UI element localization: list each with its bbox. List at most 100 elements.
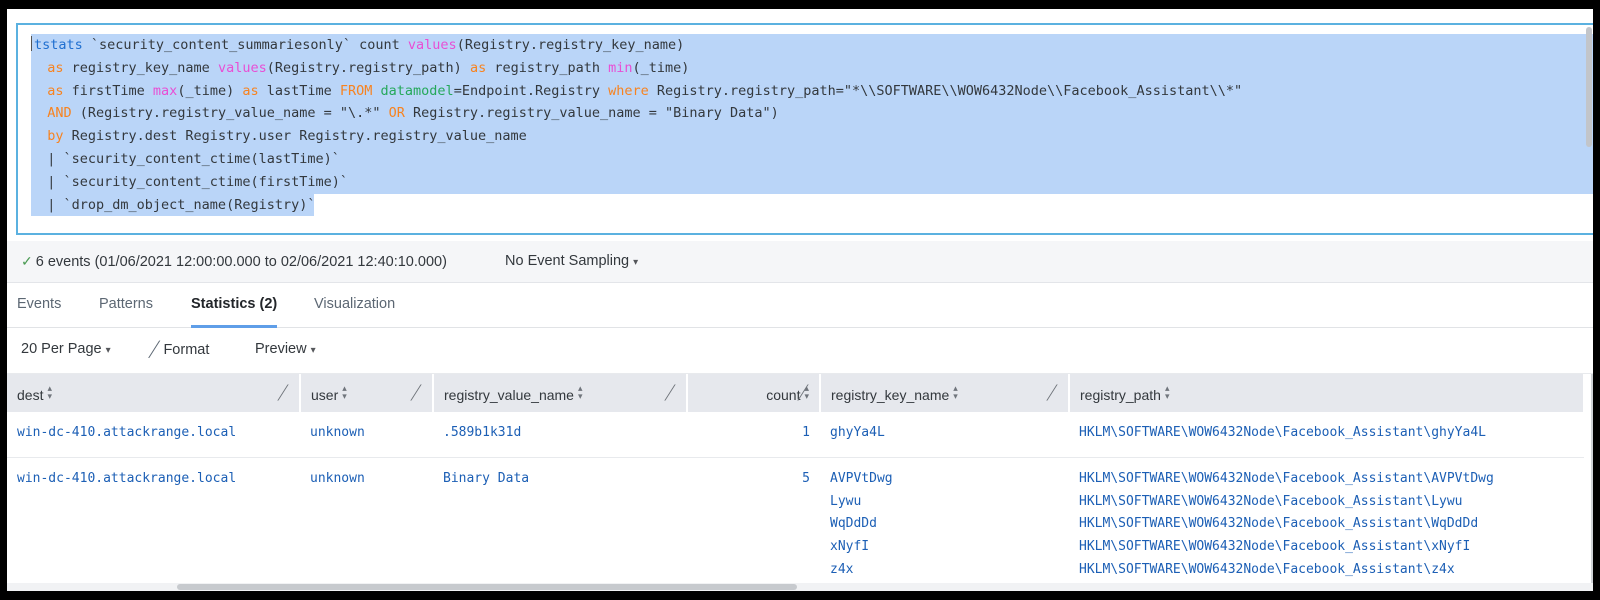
multivalue-item[interactable]: xNyfI — [830, 539, 870, 555]
query-token: FROM — [339, 82, 381, 99]
multivalue-item[interactable]: Lywu — [830, 493, 862, 509]
cell-count[interactable]: 1 — [687, 412, 820, 458]
sort-toggle-icon[interactable]: ▴▾ — [804, 382, 809, 401]
column-header-user[interactable]: user▴▾ ╱ — [300, 374, 434, 412]
search-query-text[interactable]: tstats `security_content_summariesonly` … — [31, 34, 1593, 217]
tab-events[interactable]: Events — [17, 296, 62, 312]
tab-patterns[interactable]: Patterns — [99, 296, 153, 312]
text-cursor — [31, 36, 32, 51]
query-token: Registry.registry_path="*\\SOFTWARE\\WOW… — [656, 82, 1243, 99]
query-token: OR — [388, 105, 414, 122]
query-token: (_time) — [632, 59, 690, 76]
cell-registry_value_name[interactable]: Binary Data — [433, 457, 687, 583]
toolbar-preview[interactable]: Preview▾ — [255, 341, 316, 357]
column-edit-pencil-icon[interactable]: ╱ — [278, 384, 289, 401]
query-selection-highlight — [31, 56, 1593, 80]
sort-toggle-icon[interactable]: ▴▾ — [47, 382, 52, 401]
query-line-text: as registry_key_name values(Registry.reg… — [31, 60, 689, 76]
cell-count[interactable]: 5 — [687, 457, 820, 583]
query-line[interactable]: | `security_content_ctime(firstTime)` — [31, 170, 1593, 194]
multivalue-item[interactable]: z4x — [830, 561, 854, 577]
sort-toggle-icon[interactable]: ▴▾ — [1164, 382, 1170, 401]
query-line[interactable]: | `drop_dm_object_name(Registry)` — [31, 193, 1593, 217]
query-selection-highlight — [31, 34, 1593, 57]
multivalue-item[interactable]: ghyYa4L — [830, 425, 885, 440]
query-line[interactable]: as firstTime max(_time) as lastTime FROM… — [31, 79, 1593, 103]
query-token: count — [359, 37, 408, 53]
multivalue-item[interactable]: HKLM\SOFTWARE\WOW6432Node\Facebook_Assis… — [1079, 561, 1455, 577]
cell-registry_path[interactable]: HKLM\SOFTWARE\WOW6432Node\Facebook_Assis… — [1069, 412, 1584, 458]
cell-user[interactable]: unknown — [300, 457, 433, 583]
query-selection-highlight — [31, 170, 1593, 194]
query-token: Registry.registry_value_name = "Binary D… — [413, 105, 779, 122]
column-header-label: registry_key_name — [831, 386, 950, 403]
tab-statistics-2[interactable]: Statistics (2) — [191, 296, 278, 328]
column-edit-pencil-icon[interactable]: ╱ — [1047, 384, 1058, 401]
column-edit-pencil-icon[interactable]: ╱ — [665, 384, 676, 401]
column-header-registry_value_name[interactable]: registry_value_name▴▾╱ — [433, 374, 688, 412]
query-token: tstats — [34, 37, 91, 53]
event-sampling-dropdown[interactable]: No Event Sampling▾ — [505, 253, 638, 269]
search-query-editor[interactable]: tstats `security_content_summariesonly` … — [23, 30, 1593, 228]
column-header-label: dest — [17, 386, 44, 403]
query-scrollbar-thumb[interactable] — [1586, 27, 1592, 147]
query-token: AND — [31, 105, 80, 122]
query-line-text: tstats `security_content_summariesonly` … — [31, 36, 684, 53]
query-line[interactable]: by Registry.dest Registry.user Registry.… — [31, 125, 1593, 148]
query-token: as — [469, 59, 495, 76]
query-token: | `drop_dm_object_name(Registry)` — [31, 196, 316, 213]
toolbar-item-label: 20 Per Page — [21, 341, 102, 357]
query-token: firstTime — [71, 82, 153, 99]
column-header-registry_key_name[interactable]: registry_key_name▴▾ ╱ — [820, 374, 1070, 412]
query-token: lastTime — [266, 82, 340, 99]
multivalue-item[interactable]: AVPVtDwg — [830, 470, 893, 486]
cell-user[interactable]: unknown — [300, 412, 433, 458]
column-header-registry_path[interactable]: registry_path▴▾ — [1069, 374, 1585, 412]
tab-visualization[interactable]: Visualization — [314, 296, 396, 312]
toolbar-item-label: Preview — [255, 341, 307, 357]
column-header-label: registry_path — [1080, 386, 1161, 403]
query-token: as — [31, 82, 72, 99]
search-query-bar[interactable]: tstats `security_content_summariesonly` … — [16, 23, 1593, 235]
cell-dest[interactable]: win-dc-410.attackrange.local — [7, 412, 300, 458]
query-line[interactable]: AND (Registry.registry_value_name = "\.*… — [31, 102, 1593, 126]
sort-toggle-icon[interactable]: ▴▾ — [342, 382, 347, 401]
query-vertical-scrollbar[interactable] — [1584, 23, 1593, 235]
toolbar-20-per-page[interactable]: 20 Per Page▾ — [21, 341, 111, 357]
column-header-label: user — [311, 386, 339, 403]
multivalue-item[interactable]: HKLM\SOFTWARE\WOW6432Node\Facebook_Assis… — [1079, 425, 1486, 440]
events-summary-text: 6 events (01/06/2021 12:00:00.000 to 02/… — [35, 254, 447, 270]
multivalue-item[interactable]: HKLM\SOFTWARE\WOW6432Node\Facebook_Assis… — [1079, 470, 1494, 486]
toolbar-format[interactable]: ╱Format — [149, 340, 210, 358]
event-sampling-label: No Event Sampling — [505, 253, 630, 269]
multivalue-item[interactable]: HKLM\SOFTWARE\WOW6432Node\Facebook_Assis… — [1079, 539, 1471, 555]
multivalue-item[interactable]: HKLM\SOFTWARE\WOW6432Node\Facebook_Assis… — [1079, 493, 1463, 509]
column-header-dest[interactable]: dest▴▾ ╱ — [7, 374, 301, 412]
query-line[interactable]: as registry_key_name values(Registry.reg… — [31, 56, 1593, 80]
query-line[interactable]: tstats `security_content_summariesonly` … — [31, 34, 1593, 57]
query-line-text: | `drop_dm_object_name(Registry)` — [31, 197, 315, 213]
toolbar-item-label: Format — [163, 342, 210, 358]
cell-registry_value_name[interactable]: .589b1k31d — [433, 412, 687, 458]
cell-registry_key_name[interactable]: ghyYa4L — [820, 412, 1069, 458]
horizontal-scrollbar[interactable] — [7, 583, 1593, 591]
sort-toggle-icon[interactable]: ▴▾ — [953, 382, 958, 401]
sort-toggle-icon[interactable]: ▴▾ — [577, 382, 583, 401]
cell-registry_path[interactable]: HKLM\SOFTWARE\WOW6432Node\Facebook_Assis… — [1069, 457, 1584, 583]
column-header-count[interactable]: count▴▾╱ — [687, 374, 821, 412]
cell-dest[interactable]: win-dc-410.attackrange.local — [7, 457, 300, 583]
query-selection-highlight — [31, 193, 314, 217]
column-header-label: count — [766, 386, 801, 403]
column-edit-pencil-icon[interactable]: ╱ — [411, 384, 422, 401]
events-count-summary: ✓6 events (01/06/2021 12:00:00.000 to 02… — [21, 253, 447, 270]
query-token: values — [407, 37, 457, 53]
query-token: (_time) — [177, 82, 243, 99]
query-selection-highlight — [31, 147, 1593, 171]
multivalue-item[interactable]: HKLM\SOFTWARE\WOW6432Node\Facebook_Assis… — [1079, 516, 1479, 532]
horizontal-scrollbar-thumb[interactable] — [177, 584, 797, 590]
query-line[interactable]: | `security_content_ctime(lastTime)` — [31, 147, 1593, 171]
query-token: as — [242, 82, 267, 99]
multivalue-item[interactable]: WqDdDd — [830, 516, 877, 532]
